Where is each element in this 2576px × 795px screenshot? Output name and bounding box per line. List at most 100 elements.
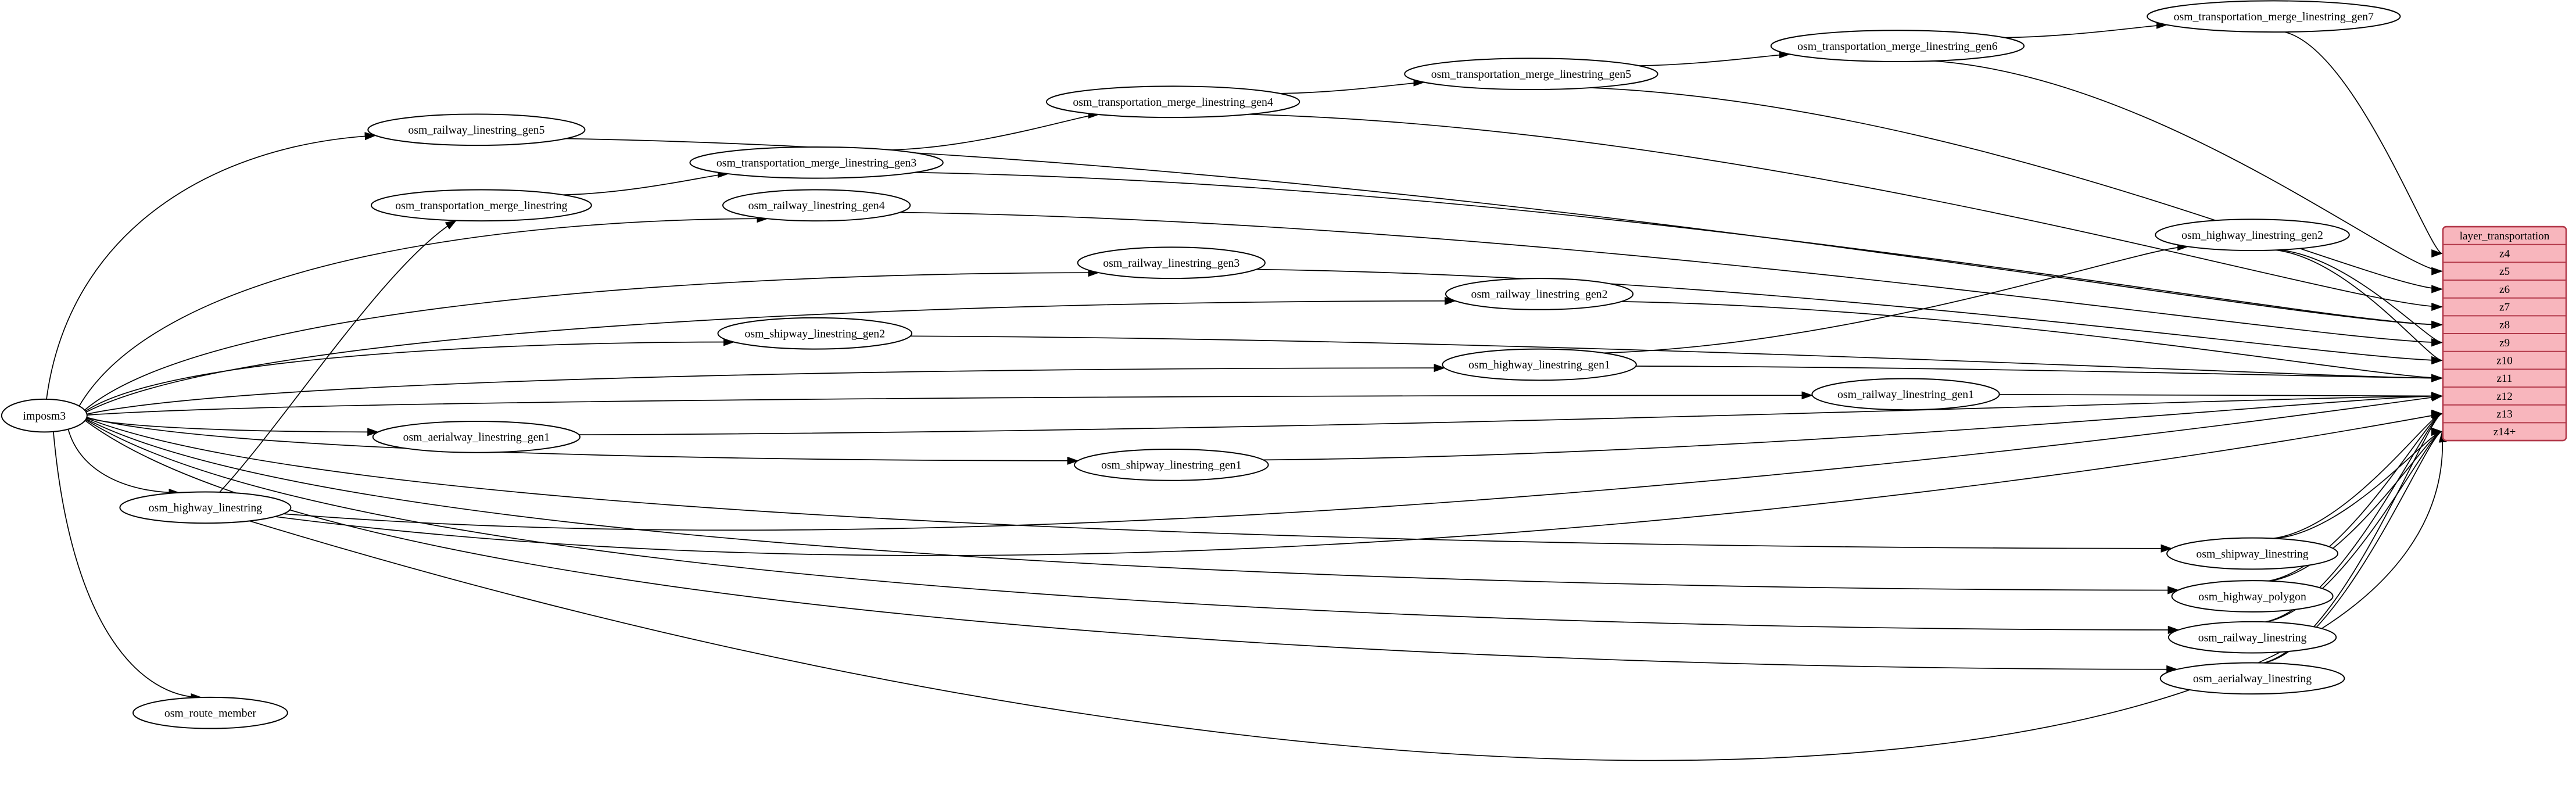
edge-imposm3--osm_railway_linestring [85, 419, 2180, 635]
node-label-osm_highway_linestring_gen1: osm_highway_linestring_gen1 [1468, 359, 1610, 371]
node-label-osm_aerialway_linestring_gen1: osm_aerialway_linestring_gen1 [403, 431, 550, 444]
edge-osm_transportation_merge_linestring_gen3--z8 [915, 171, 2443, 329]
edge-osm_railway_linestring_gen1--z12 [1999, 392, 2443, 400]
edge-osm_railway_linestring_gen2--z11 [1621, 301, 2443, 382]
node-label-osm_railway_linestring_gen5: osm_railway_linestring_gen5 [408, 124, 544, 137]
record-row-z6: z6 [2499, 284, 2510, 296]
edge-imposm3--osm_highway_polygon [85, 418, 2179, 595]
edge-osm_railway_linestring_gen4--z9 [900, 212, 2443, 347]
edge-osm_highway_linestring_gen2--z10 [2275, 249, 2443, 365]
node-label-osm_highway_polygon: osm_highway_polygon [2198, 590, 2306, 603]
node-osm_transportation_merge_linestring_gen7: osm_transportation_merge_linestring_gen7 [2147, 0, 2401, 33]
edge-imposm3--osm_highway_linestring_gen1 [87, 364, 1446, 415]
node-label-osm_transportation_merge_linestring_gen4: osm_transportation_merge_linestring_gen4 [1073, 96, 1273, 109]
edge-osm_shipway_linestring--z13 [2273, 410, 2443, 539]
node-osm_aerialway_linestring_gen1: osm_aerialway_linestring_gen1 [372, 420, 581, 453]
edge-osm_transportation_merge_linestring_gen5--z6 [1589, 87, 2443, 293]
record-row-z12: z12 [2496, 391, 2513, 403]
edge-osm_aerialway_linestring_gen1--z12 [579, 392, 2443, 436]
edge-osm_highway_polygon--z14+ [2270, 427, 2443, 582]
node-label-osm_railway_linestring_gen4: osm_railway_linestring_gen4 [748, 199, 885, 212]
edge-imposm3--osm_railway_linestring_gen4 [78, 214, 769, 407]
node-label-osm_transportation_merge_linestring_gen6: osm_transportation_merge_linestring_gen6 [1797, 40, 1998, 53]
record-row-z10: z10 [2496, 355, 2513, 367]
record-row-z4: z4 [2499, 248, 2510, 260]
record-layer-transportation: layer_transportation z4 z5 z6 z7 z8 z9 z10 z11 z1… [2442, 225, 2567, 442]
edge-osm_highway_linestring--z12 [283, 393, 2443, 531]
edge-osm_transportation_merge_linestring--osm_transportation_merge_linestring_gen3 [563, 169, 729, 196]
record-row-z5: z5 [2499, 266, 2510, 278]
node-osm_highway_linestring: osm_highway_linestring [119, 491, 292, 524]
edge-imposm3--osm_shipway_linestring_gen2 [85, 338, 735, 412]
edge-imposm3--osm_route_member [53, 431, 203, 702]
node-label-osm_highway_linestring: osm_highway_linestring [149, 502, 263, 514]
edge-osm_transportation_merge_linestring_gen7--z4 [2284, 31, 2443, 257]
edge-osm_shipway_linestring_gen2--z11 [910, 335, 2443, 382]
node-osm_highway_polygon: osm_highway_polygon [2171, 580, 2334, 613]
node-label-osm_shipway_linestring_gen2: osm_shipway_linestring_gen2 [744, 328, 885, 341]
edge-osm_highway_linestring--z13 [275, 411, 2443, 556]
node-osm_railway_linestring_gen2: osm_railway_linestring_gen2 [1445, 278, 1634, 310]
edge-imposm3--osm_railway_linestring_gen1 [87, 391, 1814, 416]
node-label-osm_railway_linestring: osm_railway_linestring [2198, 631, 2307, 644]
node-osm_transportation_merge_linestring_gen4: osm_transportation_merge_linestring_gen4 [1045, 85, 1300, 119]
edge-osm_transportation_merge_linestring_gen5--osm_transportation_merge_linestring_gen6 [1639, 50, 1791, 66]
node-label-osm_transportation_merge_linestring: osm_transportation_merge_linestring [395, 199, 567, 212]
node-label-osm_highway_linestring_gen2: osm_highway_linestring_gen2 [2181, 229, 2323, 242]
node-osm_highway_linestring_gen1: osm_highway_linestring_gen1 [1442, 348, 1637, 381]
edge-imposm3--osm_railway_linestring_gen5 [46, 132, 377, 399]
edge-osm_highway_linestring--z14+ [249, 431, 2447, 761]
node-osm_railway_linestring_gen5: osm_railway_linestring_gen5 [367, 113, 586, 146]
edge-imposm3--osm_railway_linestring_gen3 [84, 268, 1100, 411]
edge-osm_transportation_merge_linestring_gen4--z7 [1249, 113, 2443, 311]
node-osm_railway_linestring_gen3: osm_railway_linestring_gen3 [1077, 246, 1266, 280]
edge-osm_highway_linestring_gen1--osm_highway_linestring_gen2 [1603, 242, 2189, 354]
edge-osm_highway_linestring_gen2--z9 [2278, 249, 2443, 347]
node-osm_railway_linestring_gen1: osm_railway_linestring_gen1 [1811, 378, 2000, 411]
edge-osm_shipway_linestring_gen1--z12 [1263, 392, 2443, 461]
edge-osm_highway_linestring_gen1--z11 [1636, 366, 2443, 382]
record-row-z11: z11 [2496, 373, 2512, 385]
record-row-z14+: z14+ [2493, 426, 2516, 438]
edge-osm_railway_linestring_gen3--z10 [1256, 268, 2443, 365]
node-label-osm_transportation_merge_linestring_gen3: osm_transportation_merge_linestring_gen3 [716, 157, 917, 170]
node-label-osm_aerialway_linestring: osm_aerialway_linestring [2193, 672, 2312, 685]
node-osm_transportation_merge_linestring: osm_transportation_merge_linestring [370, 189, 592, 222]
edge-osm_shipway_linestring--z14+ [2276, 427, 2443, 539]
node-osm_shipway_linestring: osm_shipway_linestring [2166, 537, 2339, 570]
edge-imposm3--osm_shipway_linestring [86, 417, 2173, 553]
node-label-osm_transportation_merge_linestring_gen7: osm_transportation_merge_linestring_gen7 [2174, 10, 2374, 23]
edge-osm_transportation_merge_linestring_gen6--z5 [1933, 60, 2443, 275]
edge-imposm3--osm_shipway_linestring_gen1 [87, 417, 1079, 465]
node-label-osm_route_member: osm_route_member [164, 707, 257, 719]
edge-osm_transportation_merge_linestring_gen3--osm_transportation_merge_linestring_gen4 [890, 110, 1100, 151]
record-row-z9: z9 [2499, 337, 2510, 349]
node-osm_railway_linestring: osm_railway_linestring [2167, 621, 2337, 654]
edge-osm_highway_linestring--osm_transportation_merge_linestring [219, 220, 457, 493]
record-row-z13: z13 [2496, 409, 2513, 421]
node-osm_railway_linestring_gen4: osm_railway_linestring_gen4 [722, 189, 911, 222]
node-osm_highway_linestring_gen2: osm_highway_linestring_gen2 [2155, 219, 2350, 252]
edge-osm_transportation_merge_linestring_gen4--osm_transportation_merge_linestring_gen5 [1280, 78, 1425, 94]
edge-imposm3--osm_highway_linestring [67, 429, 181, 497]
edge-imposm3--osm_aerialway_linestring_gen1 [87, 417, 379, 436]
edge-osm_transportation_merge_linestring_gen6--osm_transportation_merge_linestring_gen7 [2004, 20, 2168, 38]
node-osm_transportation_merge_linestring_gen3: osm_transportation_merge_linestring_gen3 [689, 146, 944, 179]
node-label-osm_shipway_linestring: osm_shipway_linestring [2196, 547, 2308, 560]
edge-osm_highway_polygon--z13 [2268, 410, 2443, 582]
node-label-osm_shipway_linestring_gen1: osm_shipway_linestring_gen1 [1101, 459, 1242, 472]
record-title: layer_transportation [2460, 230, 2550, 242]
record-row-z8: z8 [2499, 319, 2510, 331]
node-osm_shipway_linestring_gen1: osm_shipway_linestring_gen1 [1073, 449, 1269, 481]
node-label-osm_transportation_merge_linestring_gen5: osm_transportation_merge_linestring_gen5 [1431, 68, 1632, 81]
node-label-imposm3: imposm3 [23, 410, 66, 422]
node-osm_route_member: osm_route_member [132, 696, 288, 729]
node-osm_transportation_merge_linestring_gen6: osm_transportation_merge_linestring_gen6 [1770, 30, 2025, 62]
node-label-osm_railway_linestring_gen3: osm_railway_linestring_gen3 [1103, 257, 1239, 270]
record-row-z7: z7 [2499, 302, 2510, 314]
node-osm_aerialway_linestring: osm_aerialway_linestring [2159, 662, 2345, 695]
node-osm_transportation_merge_linestring_gen5: osm_transportation_merge_linestring_gen5 [1404, 58, 1658, 91]
node-imposm3: imposm3 [1, 398, 88, 433]
